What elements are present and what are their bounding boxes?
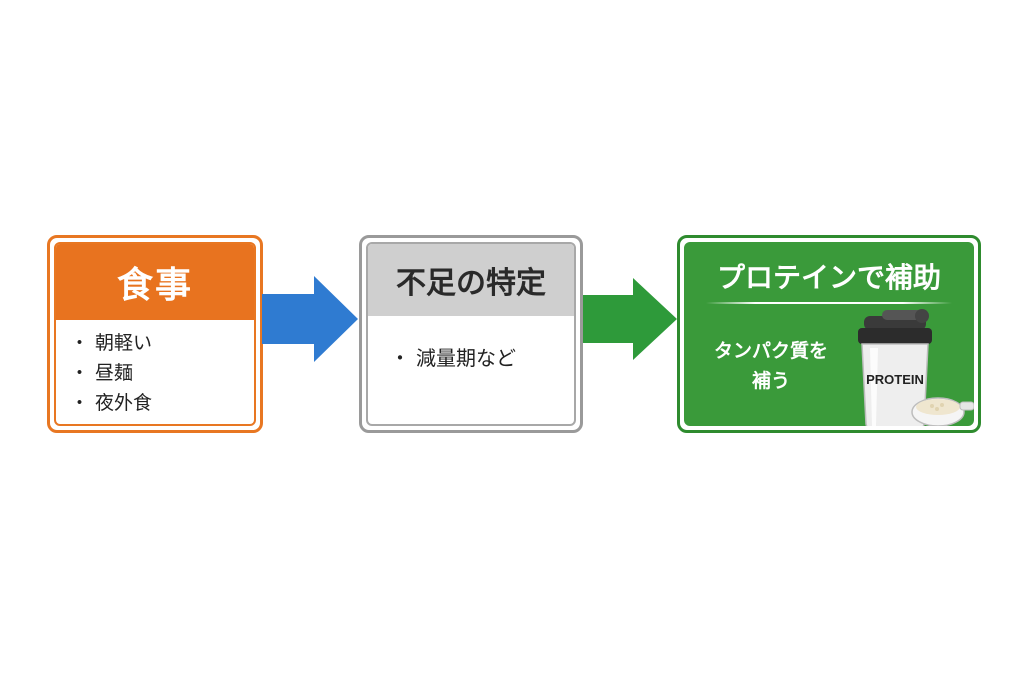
step-meal-box: 食事 ・朝軽い ・昼麺 ・夜外食 — [47, 235, 263, 433]
protein-shaker-icon: PROTEIN — [858, 309, 974, 426]
list-item: ・朝軽い — [70, 332, 153, 354]
divider — [706, 302, 952, 304]
step-meal-title: 食事 — [56, 244, 254, 320]
step-identify-title: 不足の特定 — [368, 244, 574, 316]
protein-label: PROTEIN — [866, 372, 924, 387]
list-item: ・夜外食 — [70, 392, 153, 414]
step-identify-box: 不足の特定 ・減量期など — [359, 235, 583, 433]
step-protein-box: プロテインで補助 タンパク質を 補う PROTEIN — [677, 235, 981, 433]
arrow-right-icon — [262, 276, 358, 362]
step-meal-list: ・朝軽い ・昼麺 ・夜外食 — [56, 320, 254, 418]
step-identify-item: ・減量期など — [390, 346, 516, 370]
step-protein-title: プロテインで補助 — [716, 261, 941, 294]
arrow-right-icon — [583, 278, 677, 360]
step-protein-description: タンパク質を 補う — [713, 340, 828, 392]
list-item: ・昼麺 — [70, 362, 134, 384]
